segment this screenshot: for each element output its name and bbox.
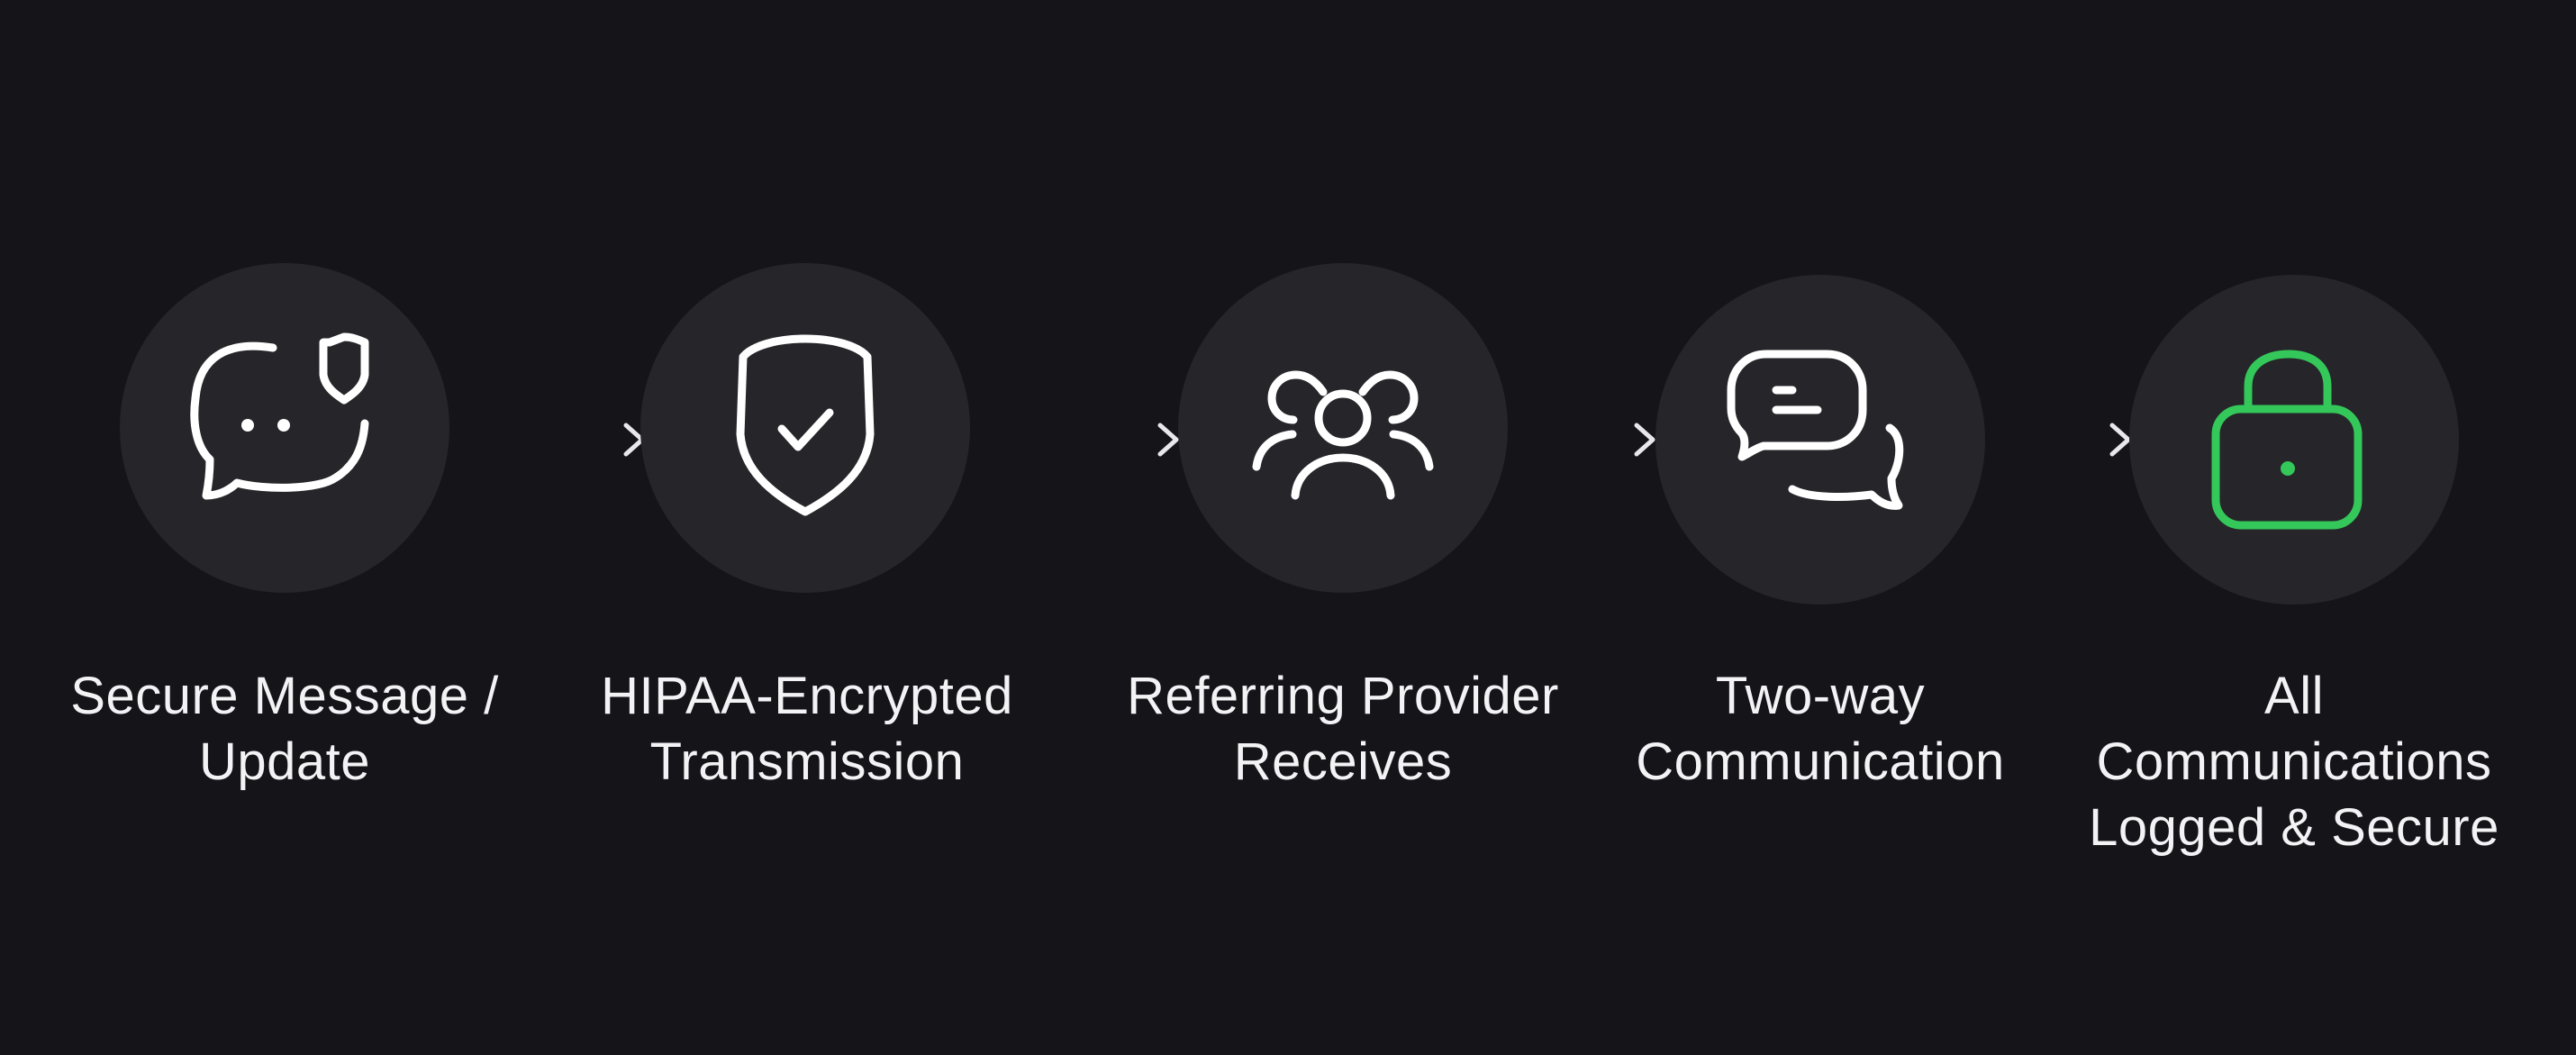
label-line: All bbox=[2264, 667, 2324, 725]
label-line: Secure Message / bbox=[70, 667, 499, 725]
flow-arrow-3 bbox=[1513, 422, 1659, 458]
label-line: HIPAA-Encrypted bbox=[601, 667, 1013, 725]
lock-icon bbox=[2211, 350, 2363, 530]
step-secure-message bbox=[120, 263, 449, 593]
label-line: Transmission bbox=[649, 732, 965, 791]
step-label-5: All Communications Logged & Secure bbox=[2042, 663, 2546, 860]
label-line: Communication bbox=[1636, 732, 2005, 791]
step-label-1: Secure Message / Update bbox=[32, 663, 537, 795]
step-label-4: Two-way Communication bbox=[1568, 663, 2073, 795]
label-line: Referring Provider bbox=[1127, 667, 1559, 725]
label-line: Logged & Secure bbox=[2089, 798, 2499, 857]
label-line: Update bbox=[198, 732, 371, 791]
chat-shield-icon bbox=[190, 332, 369, 500]
step-label-3: Referring Provider Receives bbox=[1091, 663, 1595, 795]
step-label-2: HIPAA-Encrypted Transmission bbox=[555, 663, 1059, 795]
flow-arrow-1 bbox=[455, 422, 649, 458]
label-line: Two-way bbox=[1715, 667, 1926, 725]
step-hipaa-encrypted bbox=[640, 263, 970, 593]
users-icon bbox=[1252, 370, 1434, 500]
step-logged-secure bbox=[2129, 275, 2459, 605]
flow-arrow-4 bbox=[1991, 422, 2135, 458]
step-provider-receives bbox=[1178, 263, 1508, 593]
step-two-way-communication bbox=[1655, 275, 1985, 605]
flow-arrow-2 bbox=[975, 422, 1183, 458]
label-line: Communications bbox=[2096, 732, 2492, 791]
label-line: Receives bbox=[1233, 732, 1453, 791]
chat-bubbles-icon bbox=[1727, 350, 1904, 510]
shield-check-icon bbox=[736, 334, 875, 516]
